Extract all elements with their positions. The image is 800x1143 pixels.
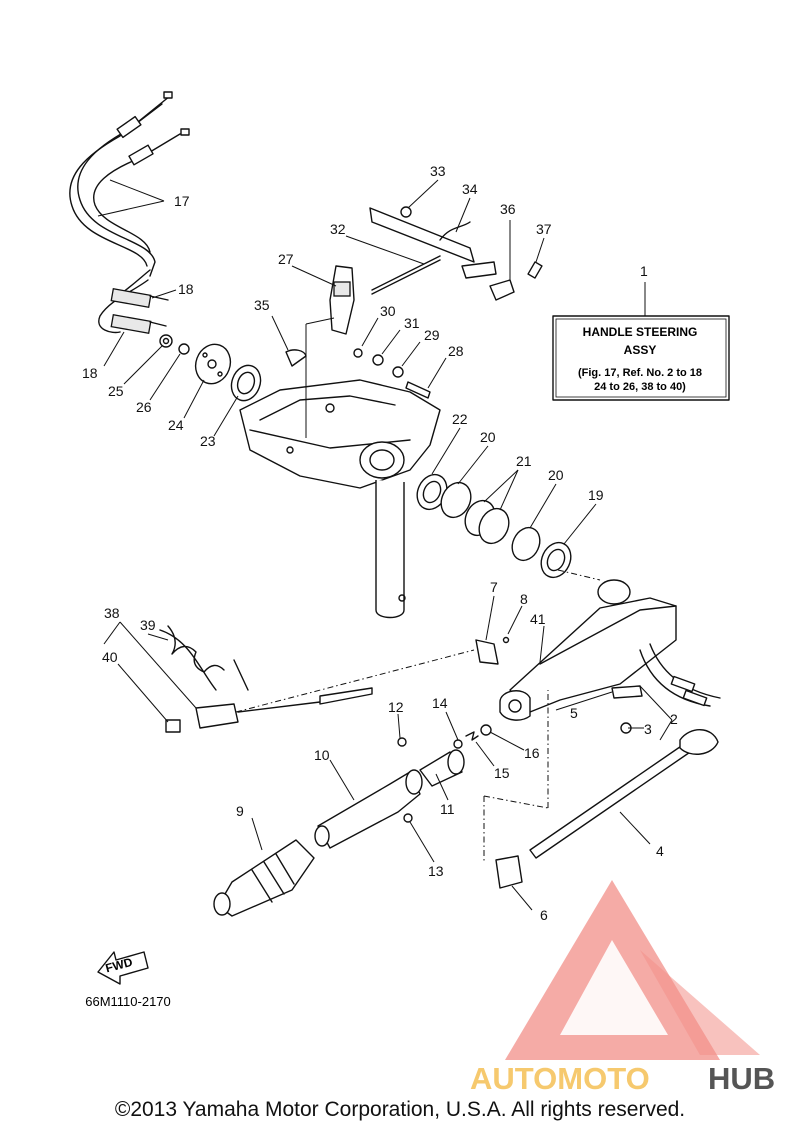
- part-number-19: 19: [588, 487, 604, 503]
- throttle-lever-parts: [285, 265, 431, 438]
- fwd-arrow: FWD: [97, 951, 149, 985]
- part-number-18b: 18: [82, 365, 98, 381]
- washers: [416, 473, 601, 581]
- watermark-logo: AUTOMOTO HUB: [470, 880, 775, 1096]
- part-number-13: 13: [428, 863, 444, 879]
- part-number-14: 14: [432, 695, 448, 711]
- friction-rod-parts: [483, 690, 719, 889]
- part-number-18a: 18: [178, 281, 194, 297]
- part-number-3: 3: [644, 721, 652, 737]
- part-number-labels: 1 2 3 4 5 6 7 8 9 10 11 12 13 14 15 16 1…: [82, 163, 678, 923]
- grip-assembly: [213, 724, 492, 917]
- part-number-36: 36: [500, 201, 516, 217]
- part-number-31: 31: [404, 315, 420, 331]
- part-number-38: 38: [104, 605, 120, 621]
- part-number-23: 23: [200, 433, 216, 449]
- part-number-2: 2: [670, 711, 678, 727]
- watermark-brand-part1: AUTOMOTO: [470, 1061, 650, 1096]
- part-number-35: 35: [254, 297, 270, 313]
- part-number-41: 41: [530, 611, 546, 627]
- part-number-20a: 20: [480, 429, 496, 445]
- throttle-cables: [69, 91, 190, 334]
- part-number-39: 39: [140, 617, 156, 633]
- part-number-21: 21: [516, 453, 532, 469]
- part-number-26: 26: [136, 399, 152, 415]
- part-number-17: 17: [174, 193, 190, 209]
- part-number-7: 7: [490, 579, 498, 595]
- handle-steering-callout: HANDLE STEERING ASSY (Fig. 17, Ref. No. …: [552, 282, 730, 401]
- part-number-15: 15: [494, 765, 510, 781]
- part-number-30: 30: [380, 303, 396, 319]
- part-number-27: 27: [278, 251, 294, 267]
- part-number-32: 32: [330, 221, 346, 237]
- part-number-10: 10: [314, 747, 330, 763]
- part-number-25: 25: [108, 383, 124, 399]
- part-number-24: 24: [168, 417, 184, 433]
- part-number-22: 22: [452, 411, 468, 427]
- part-number-28: 28: [448, 343, 464, 359]
- part-number-40: 40: [102, 649, 118, 665]
- steering-handle: [499, 579, 721, 734]
- link-rod-parts: [369, 206, 543, 301]
- steering-bracket: [239, 379, 441, 619]
- callout-title-line2: ASSY: [624, 343, 657, 357]
- leader-lines: [97, 179, 673, 911]
- part-number-20b: 20: [548, 467, 564, 483]
- fwd-label: FWD: [104, 955, 134, 976]
- copyright-notice: ©2013 Yamaha Motor Corporation, U.S.A. A…: [114, 1098, 686, 1121]
- part-number-33: 33: [430, 163, 446, 179]
- part-number-16: 16: [524, 745, 540, 761]
- part-number-9: 9: [236, 803, 244, 819]
- callout-note-line1: (Fig. 17, Ref. No. 2 to 18: [578, 367, 702, 379]
- callout-note-line2: 24 to 26, 38 to 40): [594, 381, 686, 393]
- watermark-brand-part2: HUB: [708, 1061, 775, 1096]
- part-number-6: 6: [540, 907, 548, 923]
- stop-switch-parts: [159, 625, 510, 733]
- figure-code: 66M1110-2170: [85, 994, 171, 1009]
- part-number-8: 8: [520, 591, 528, 607]
- part-number-12: 12: [388, 699, 404, 715]
- part-number-34: 34: [462, 181, 478, 197]
- part-number-11: 11: [440, 801, 455, 817]
- part-number-29: 29: [424, 327, 440, 343]
- part-number-1: 1: [640, 263, 648, 279]
- cable-fittings: [159, 334, 262, 402]
- part-number-37: 37: [536, 221, 552, 237]
- part-number-5: 5: [570, 705, 578, 721]
- callout-title-line1: HANDLE STEERING: [583, 325, 698, 339]
- part-number-4: 4: [656, 843, 664, 859]
